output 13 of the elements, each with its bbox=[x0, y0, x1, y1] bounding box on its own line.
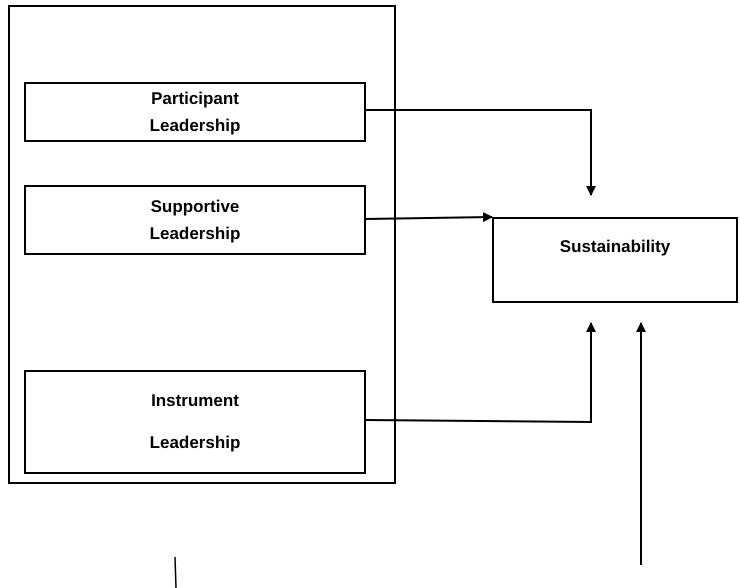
concept-box bbox=[24, 185, 366, 255]
concept-box bbox=[24, 370, 366, 474]
node-label: Participant Leadership bbox=[148, 88, 242, 137]
concept-box bbox=[492, 217, 738, 303]
node-label: Supportive Leadership bbox=[148, 196, 242, 245]
arrow bbox=[364, 322, 596, 423]
group-box bbox=[8, 5, 396, 484]
node-label: Instrument Leadership bbox=[148, 390, 242, 454]
node-label: Sustainability bbox=[560, 236, 670, 258]
arrow bbox=[364, 212, 493, 222]
arrow bbox=[636, 322, 646, 565]
concept-box bbox=[24, 82, 366, 142]
arrow bbox=[364, 109, 596, 196]
